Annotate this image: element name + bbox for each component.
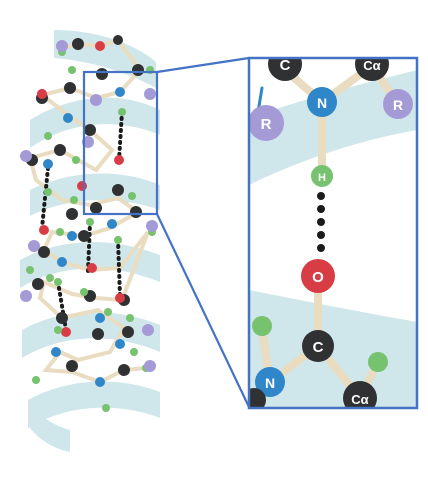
atom-nitrogen [43,159,53,169]
atom-oxygen [115,293,125,303]
atom-nitrogen [95,377,105,387]
atom-nitrogen [51,347,61,357]
atom-carbon [84,124,96,136]
atom-nitrogen [115,339,125,349]
atom-hydrogen [44,132,52,140]
zoom-atom-o: O [301,259,335,293]
zoom-atom-c-top: C [268,57,302,81]
atom-hydrogen [32,376,40,384]
atom-hydrogen [72,156,80,164]
atom-nitrogen [57,257,67,267]
svg-text:R: R [261,116,272,133]
atom-oxygen [114,155,124,165]
svg-text:N: N [317,95,327,111]
atom-carbon [130,206,142,218]
svg-text:N: N [265,375,275,391]
atom-carbon [113,35,123,45]
atom-carbon [54,144,66,156]
zoom-inset: C Cα R N R H O C [249,57,417,408]
atom-carbon [118,364,130,376]
callout-connectors [156,56,250,408]
atom-r-group [146,220,158,232]
atom-hydrogen [102,404,110,412]
zoom-atom-hydrogen-right [368,352,388,372]
zoom-atom-r-left: R [249,105,284,141]
zoom-atom-n-top: N [307,87,337,117]
zoom-atom-hydrogen-left [252,316,272,336]
atom-hydrogen [56,228,64,236]
atom-carbon [132,64,144,76]
zoom-atom-calpha-bottom: Cα [343,381,377,408]
atom-hydrogen [54,326,62,334]
atom-r-group [144,360,156,372]
zoom-atom-n-bottom: N [255,367,285,397]
atom-carbon [38,246,50,258]
atom-r-group [28,240,40,252]
atom-r-group [20,290,32,302]
atom-hydrogen [118,108,126,116]
atom-carbon [96,68,108,80]
atom-hydrogen [128,192,136,200]
atom-oxygen [39,225,49,235]
atom-nitrogen [67,231,77,241]
atom-hydrogen [80,288,88,296]
atom-carbon [122,326,134,338]
atom-nitrogen [95,313,105,323]
atom-carbon [72,38,84,50]
zoom-hydrogen-bond [317,192,325,252]
atom-oxygen [61,327,71,337]
zoom-source-rectangle [82,70,159,216]
atom-nitrogen [63,113,73,123]
atom-hydrogen [68,66,76,74]
atom-hydrogen [54,278,62,286]
atom-carbon [92,328,104,340]
atom-nitrogen [115,87,125,97]
svg-text:C: C [280,57,291,74]
atom-oxygen [77,181,87,191]
atom-hydrogen [104,308,112,316]
atom-hydrogen [44,188,52,196]
atom-hydrogen [126,314,134,322]
atom-r-group [20,150,32,162]
zoom-atom-calpha-top: Cα [355,58,389,81]
atom-hydrogen [70,196,78,204]
svg-text:O: O [312,269,324,286]
atom-hydrogen [86,218,94,226]
svg-text:C: C [313,339,324,356]
atom-hydrogen [26,266,34,274]
atom-r-group [144,88,156,100]
atom-oxygen [37,89,47,99]
svg-text:H: H [318,172,326,184]
atom-carbon [32,278,44,290]
atom-oxygen [87,263,97,273]
svg-text:Cα: Cα [351,392,368,407]
atom-oxygen [95,41,105,51]
atom-carbon [112,184,124,196]
zoom-inset-border [247,56,419,410]
atom-r-group [56,40,68,52]
svg-text:Cα: Cα [363,58,380,73]
atom-carbon [66,208,78,220]
atom-carbon [66,360,78,372]
svg-text:R: R [393,97,403,113]
atom-carbon [64,82,76,94]
atom-carbon [56,312,68,324]
atom-r-group [90,94,102,106]
atom-hydrogen [46,274,54,282]
zoom-atom-h: H [311,165,333,187]
atom-carbon [90,202,102,214]
atom-carbon [78,230,90,242]
atom-hydrogen [130,348,138,356]
atom-nitrogen [107,219,117,229]
zoom-atom-r-right: R [383,89,413,119]
helix-atoms [20,35,158,412]
atom-r-group [142,324,154,336]
zoom-atom-carbon-edge [249,388,266,408]
atom-hydrogen [114,236,122,244]
zoom-atom-c-bottom: C [302,330,334,362]
